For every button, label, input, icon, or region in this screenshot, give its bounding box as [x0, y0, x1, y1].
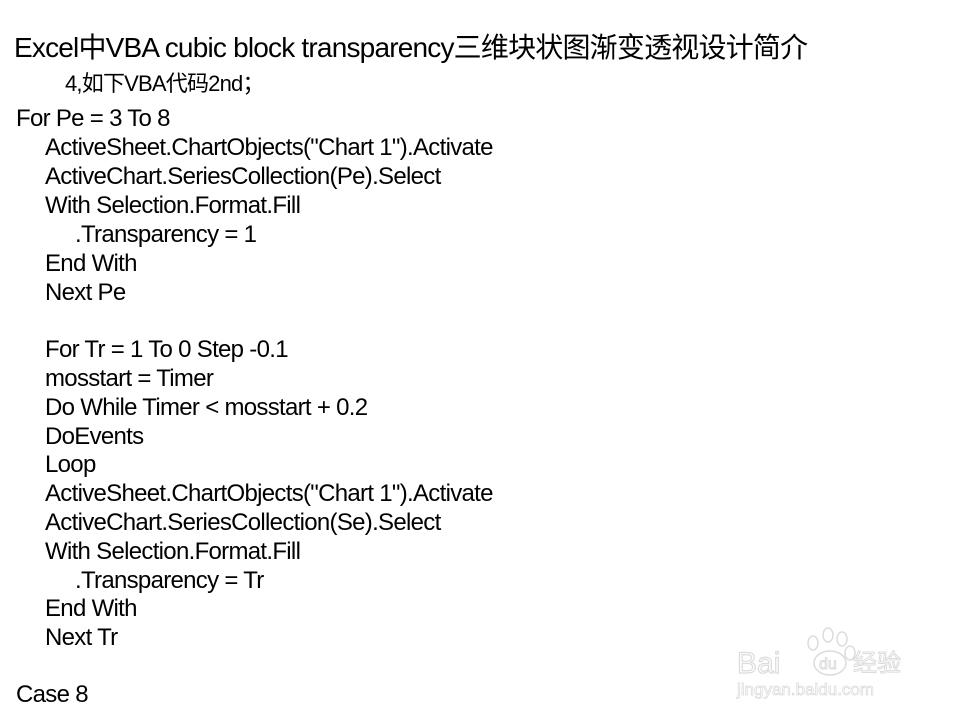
code-line: With Selection.Format.Fill: [45, 192, 301, 219]
svg-text:jingyan.baidu.com: jingyan.baidu.com: [736, 680, 874, 699]
code-line: Next Tr: [45, 624, 118, 651]
svg-text:Bai: Bai: [737, 647, 780, 680]
code-line: DoEvents: [45, 423, 144, 450]
page-title: Excel中VBA cubic block transparency三维块状图渐…: [14, 32, 808, 63]
code-line: ActiveChart.SeriesCollection(Se).Select: [45, 509, 441, 536]
code-line: Next Pe: [45, 279, 126, 306]
code-line: ActiveSheet.ChartObjects("Chart 1").Acti…: [45, 480, 493, 507]
baidu-paw-logo-icon: Bai du 经验 jingyan.baidu.com: [736, 627, 902, 699]
code-line: End With: [45, 595, 137, 622]
code-line: mosstart = Timer: [45, 365, 214, 392]
code-line: .Transparency = Tr: [75, 567, 264, 594]
svg-text:经验: 经验: [853, 649, 901, 677]
step-subtitle: 4,如下VBA代码2nd；: [65, 71, 264, 96]
code-line: .Transparency = 1: [75, 221, 257, 248]
baidu-jingyan-watermark: Bai du 经验 jingyan.baidu.com: [735, 615, 915, 705]
code-line: With Selection.Format.Fill: [45, 538, 301, 565]
code-line: ActiveChart.SeriesCollection(Pe).Select: [45, 163, 441, 190]
code-line: For Pe = 3 To 8: [16, 105, 171, 132]
svg-text:du: du: [819, 656, 837, 673]
code-line: For Tr = 1 To 0 Step -0.1: [45, 336, 289, 363]
code-line: Loop: [45, 451, 96, 478]
code-line: Case 8: [16, 681, 89, 708]
code-line: End With: [45, 250, 137, 277]
code-line: Do While Timer < mosstart + 0.2: [45, 394, 368, 421]
code-line: ActiveSheet.ChartObjects("Chart 1").Acti…: [45, 134, 493, 161]
